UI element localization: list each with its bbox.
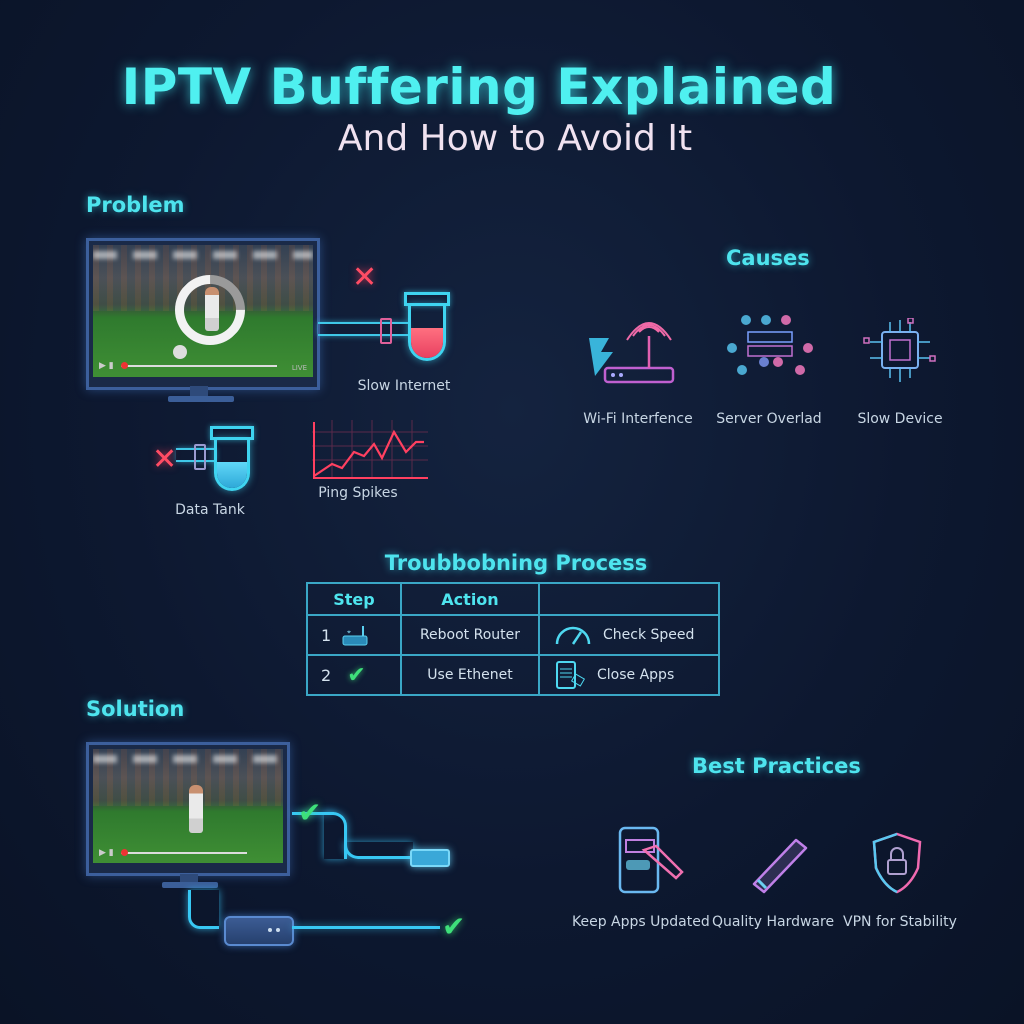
player-image — [205, 287, 219, 331]
label-slow-internet: Slow Internet — [357, 378, 451, 394]
step-number: 1 — [321, 625, 332, 645]
label-vpn-stability: VPN for Stability — [843, 914, 957, 930]
cable — [292, 812, 334, 815]
page-title: IPTV Buffering Explained — [121, 58, 837, 116]
pipe-coupler — [380, 318, 392, 344]
pipe — [176, 448, 216, 462]
cable — [292, 926, 440, 929]
action-cell: Reboot Router — [400, 614, 540, 656]
phone-update-icon — [618, 826, 684, 894]
server-crowd-icon — [727, 315, 813, 375]
action-cell: Use Ethenet — [400, 654, 540, 696]
chip-icon — [863, 318, 936, 382]
x-icon: ✕ — [352, 260, 378, 295]
player-image — [189, 785, 203, 833]
cable — [344, 842, 413, 859]
tv-streaming: ▶ ▮ — [86, 742, 290, 876]
line-chart-spike-icon — [312, 420, 428, 479]
progress-bar[interactable] — [121, 362, 277, 369]
cable — [188, 890, 219, 929]
test-tube-blue-icon — [214, 438, 250, 491]
tv-stand-base — [162, 882, 218, 888]
col-action: Action — [400, 582, 540, 616]
label-slow-device: Slow Device — [857, 411, 943, 427]
check-icon: ✔ — [298, 796, 322, 829]
col-step: Step — [306, 582, 402, 616]
ball-icon — [173, 345, 187, 359]
extra-cell: Check Speed — [603, 627, 695, 643]
col-extra — [538, 582, 720, 616]
router-icon: ⌖ — [342, 626, 368, 646]
progress-bar[interactable] — [121, 849, 247, 856]
process-table: Step Action 1 ⌖ Reboot Router Check Spee… — [306, 582, 720, 696]
x-icon: ✕ — [152, 442, 178, 477]
test-tube-red-icon — [408, 304, 446, 361]
page-subtitle: And How to Avoid It — [337, 118, 693, 159]
shield-lock-icon — [872, 832, 922, 894]
svg-text:⌖: ⌖ — [347, 628, 351, 636]
table-header-row: Step Action — [306, 582, 720, 616]
process-heading: Troubbobning Process — [384, 551, 648, 575]
table-row: 1 ⌖ Reboot Router Check Speed — [306, 614, 720, 656]
label-data-tank: Data Tank — [175, 502, 245, 518]
tv-screen: ▶ ▮ — [93, 749, 283, 863]
tv-stand-base — [168, 396, 234, 402]
set-top-box-icon — [224, 916, 294, 946]
step-number: 2 — [321, 665, 332, 685]
solution-heading: Solution — [86, 697, 185, 721]
wifi-router-icon — [589, 322, 675, 384]
tv-screen: ▶ ▮ LIVE — [93, 245, 313, 377]
tv-buffering: ▶ ▮ LIVE — [86, 238, 320, 390]
play-icon[interactable]: ▶ ▮ — [99, 848, 114, 858]
cable — [324, 812, 347, 859]
problem-heading: Problem — [86, 193, 185, 217]
pipe — [318, 322, 408, 336]
check-icon: ✔ — [442, 910, 466, 943]
phone-apps-icon — [556, 661, 586, 689]
table-row: 2 ✔ Use Ethenet Close Apps — [306, 654, 720, 696]
speedometer-icon — [555, 626, 591, 645]
best-practices-heading: Best Practices — [692, 754, 861, 778]
tv-stand-neck — [180, 874, 198, 882]
label-wifi-interference: Wi-Fi Interfence — [583, 411, 693, 427]
label-ping-spikes: Ping Spikes — [318, 485, 398, 501]
ethernet-plug-icon — [410, 849, 450, 867]
play-icon[interactable]: ▶ ▮ — [99, 361, 114, 371]
causes-heading: Causes — [726, 246, 810, 270]
cable-stick-icon — [752, 838, 808, 894]
label-server-overload: Server Overlad — [716, 411, 822, 427]
extra-cell: Close Apps — [597, 667, 675, 683]
tv-corner-label: LIVE — [291, 364, 307, 372]
tv-stand-neck — [190, 386, 208, 396]
label-keep-apps-updated: Keep Apps Updated — [572, 914, 710, 930]
label-quality-hardware: Quality Hardware — [712, 914, 835, 930]
pipe-coupler — [194, 444, 206, 470]
check-icon: ✔ — [347, 662, 366, 688]
